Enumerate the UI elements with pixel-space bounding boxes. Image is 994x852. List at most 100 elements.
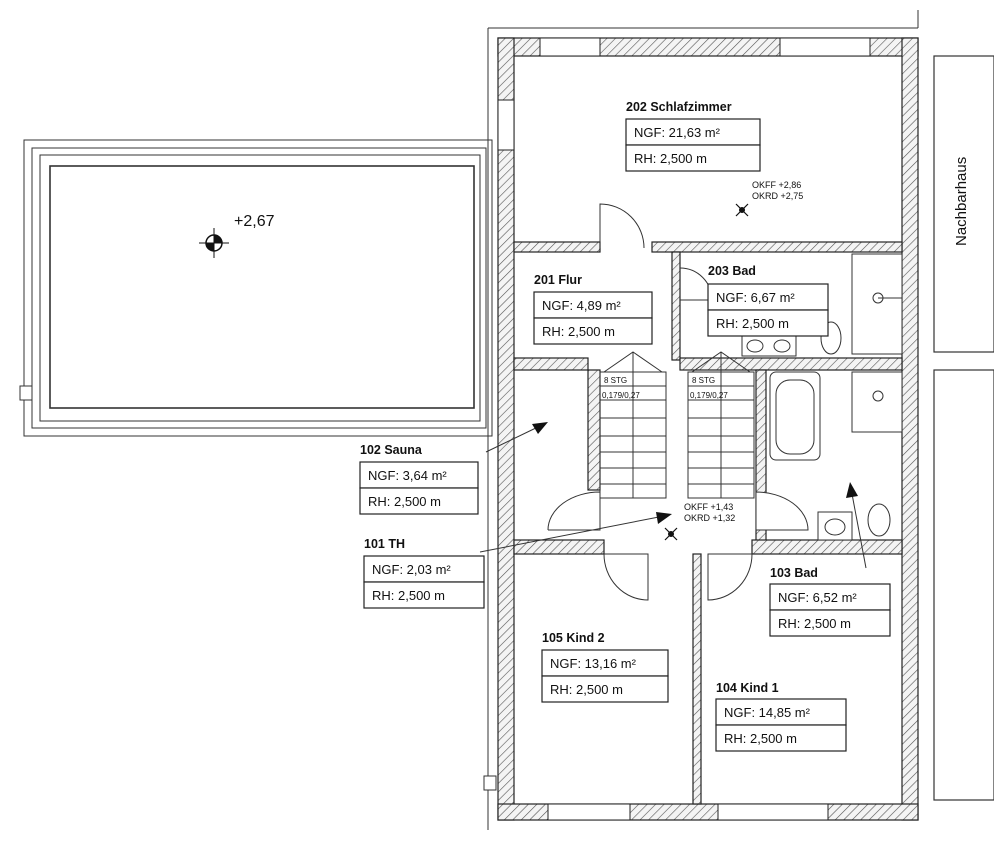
neighbor-label: Nachbarhaus (953, 157, 970, 246)
room-title: 103 Bad (770, 566, 818, 580)
room-area: NGF: 6,52 m² (778, 590, 857, 605)
room-height: RH: 2,500 m (634, 151, 707, 166)
room-title: 101 TH (364, 537, 405, 551)
th-leader (479, 515, 665, 553)
arrow-icon (656, 512, 672, 524)
room-label-flur: 201 Flur NGF: 4,89 m² RH: 2,500 m (533, 273, 653, 345)
room-label-kind-1: 104 Kind 1 NGF: 14,85 m² RH: 2,500 m (715, 681, 847, 752)
room-title: 102 Sauna (360, 443, 423, 457)
wall-lower-left (513, 539, 605, 555)
wall-lower-right (751, 539, 903, 555)
room-label-sauna: 102 Sauna NGF: 3,64 m² RH: 2,500 m (359, 443, 479, 515)
doors (547, 203, 809, 601)
shower-203 (851, 253, 903, 355)
room-area: NGF: 14,85 m² (724, 705, 811, 720)
stair-left: 8 STG 0,179/0,27 (599, 351, 667, 499)
room-height: RH: 2,500 m (542, 324, 615, 339)
level-okff-lower: OKFF +1,43 (684, 502, 733, 512)
neighbor-block-upper (933, 55, 994, 353)
room-area: NGF: 13,16 m² (550, 656, 637, 671)
room-area: NGF: 6,67 m² (716, 290, 795, 305)
level-marker-lower: OKFF +1,43 OKRD +1,32 (664, 502, 735, 541)
door-sauna (547, 491, 601, 531)
shower-drain-icon (872, 390, 884, 402)
sink-icon (773, 339, 791, 353)
terrace-edge-3 (39, 154, 481, 422)
room-title: 105 Kind 2 (542, 631, 605, 645)
terrace-drain (19, 385, 33, 401)
stair-right: 8 STG 0,179/0,27 (687, 351, 755, 499)
terrace-elevation: +2,67 (234, 213, 275, 230)
stairs: 8 STG 0,179/0,27 8 STG 0,179/0,27 (599, 351, 755, 499)
fixtures (741, 253, 903, 541)
terrace: +2,67 (19, 139, 493, 437)
terrace-edge-2 (31, 147, 487, 429)
wall-bedroom-hall-left (513, 241, 601, 253)
room-height: RH: 2,500 m (550, 682, 623, 697)
stair-right-ratio: 0,179/0,27 (690, 391, 728, 400)
level-marker-upper: OKFF +2,86 OKRD +2,75 (735, 180, 803, 217)
room-height: RH: 2,500 m (778, 616, 851, 631)
terrace-inner-edge (49, 165, 475, 409)
shower-103 (851, 371, 903, 433)
room-title: 202 Schlafzimmer (626, 100, 732, 114)
window-south-2 (717, 803, 829, 821)
wall-sauna (587, 369, 601, 491)
stair-right-steps: 8 STG (692, 376, 715, 385)
leader-lines (479, 422, 867, 569)
neighbor-house: Nachbarhaus (933, 55, 994, 801)
sauna-leader (485, 425, 541, 453)
bathtub-inner (775, 379, 815, 455)
wall-kids-divider (692, 553, 702, 805)
wall-mid-left (513, 357, 589, 371)
wall-bedroom-hall-right (651, 241, 903, 253)
window-south-1 (547, 803, 631, 821)
neighbor-block-lower (933, 369, 994, 801)
sink-icon (824, 518, 846, 536)
room-label-bad-103: 103 Bad NGF: 6,52 m² RH: 2,500 m (769, 566, 891, 637)
room-height: RH: 2,500 m (372, 588, 445, 603)
toilet-103-icon (867, 503, 891, 537)
room-label-kind-2: 105 Kind 2 NGF: 13,16 m² RH: 2,500 m (541, 631, 669, 703)
level-marker-icon (664, 527, 678, 541)
room-label-bad-203: 203 Bad NGF: 6,67 m² RH: 2,500 m (707, 264, 829, 337)
room-area: NGF: 3,64 m² (368, 468, 447, 483)
wall-east (901, 37, 919, 821)
door-kind-2 (603, 553, 649, 601)
door-bedroom (599, 203, 645, 249)
room-title: 104 Kind 1 (716, 681, 779, 695)
level-okff-upper: OKFF +2,86 (752, 180, 801, 190)
window-north-2 (779, 37, 871, 57)
room-height: RH: 2,500 m (724, 731, 797, 746)
arrow-icon (532, 422, 548, 434)
door-bath-103 (755, 491, 809, 531)
walls (497, 37, 919, 821)
level-marker-icon (735, 203, 749, 217)
stair-left-steps: 8 STG (604, 376, 627, 385)
terrace-outer-edge (23, 139, 493, 437)
room-label-schlafzimmer: 202 Schlafzimmer NGF: 21,63 m² RH: 2,500… (625, 100, 761, 172)
bath-103-leader (851, 493, 867, 569)
window-west (497, 99, 515, 151)
room-area: NGF: 4,89 m² (542, 298, 621, 313)
arrow-icon (846, 482, 858, 498)
room-height: RH: 2,500 m (716, 316, 789, 331)
elevation-marker-icon (199, 228, 229, 258)
room-title: 203 Bad (708, 264, 756, 278)
room-area: NGF: 21,63 m² (634, 125, 721, 140)
wall-mid-right (679, 357, 903, 371)
level-okrd-lower: OKRD +1,32 (684, 513, 735, 523)
level-okrd-upper: OKRD +2,75 (752, 191, 803, 201)
room-label-th: 101 TH NGF: 2,03 m² RH: 2,500 m (363, 537, 485, 609)
corner-drain (483, 775, 497, 791)
room-height: RH: 2,500 m (368, 494, 441, 509)
door-kind-1 (707, 553, 753, 601)
stair-left-ratio: 0,179/0,27 (602, 391, 640, 400)
wall-west (497, 37, 515, 821)
sink-icon (746, 339, 764, 353)
window-north-1 (539, 37, 601, 57)
room-area: NGF: 2,03 m² (372, 562, 451, 577)
wall-hall-bath (671, 251, 681, 361)
room-title: 201 Flur (534, 273, 582, 287)
